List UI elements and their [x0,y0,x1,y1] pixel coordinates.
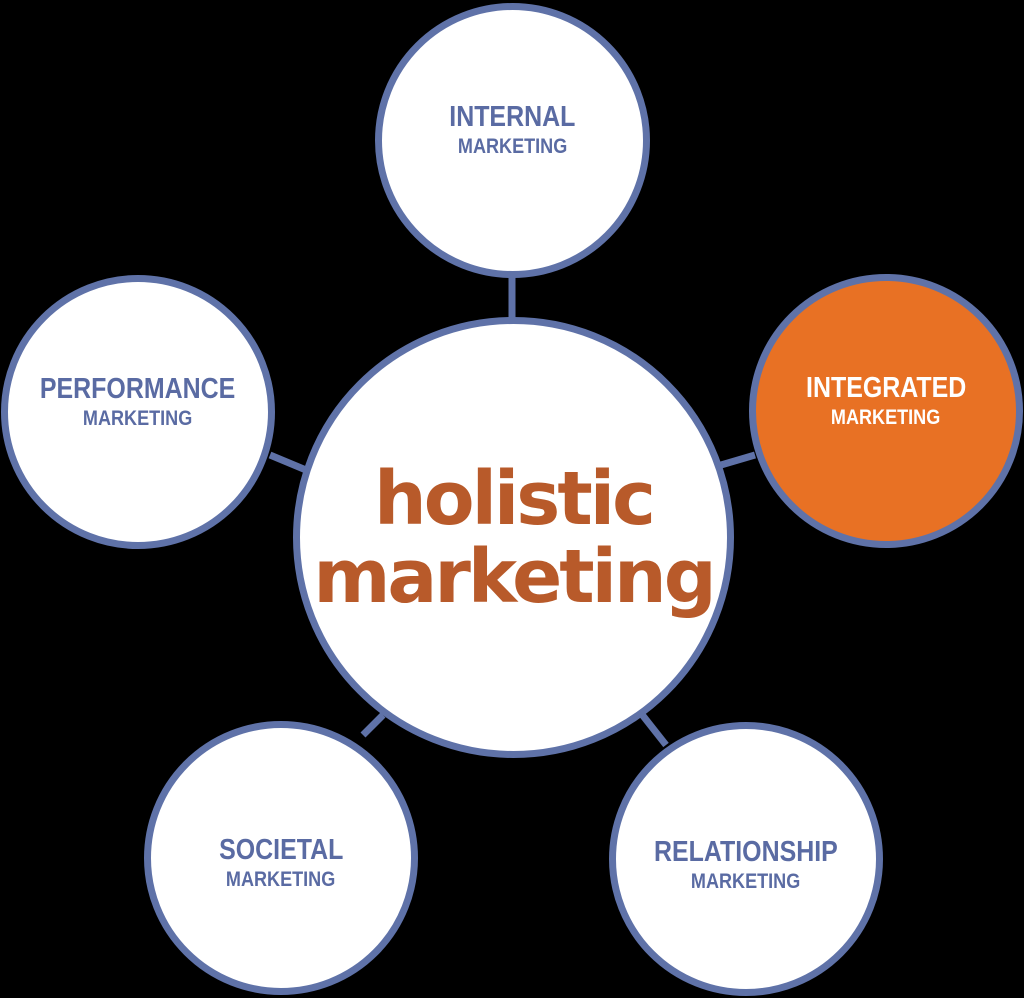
node-subtitle: MARKETING [831,406,941,429]
center-label: holistic marketing [293,460,734,616]
center-label-line1: holistic [374,456,656,542]
connector-integrated [720,451,756,469]
node-performance-marketing: PERFORMANCE MARKETING [1,275,275,549]
center-node-holistic-marketing [293,317,734,758]
connector-relationship [637,709,669,748]
node-subtitle: MARKETING [691,870,801,893]
node-subtitle: MARKETING [457,134,568,158]
node-subtitle: MARKETING [83,407,193,430]
node-relationship-marketing: RELATIONSHIP MARKETING [609,722,883,996]
node-title: INTERNAL [449,100,576,133]
center-label-line2: marketing [313,534,716,620]
node-title: INTEGRATED [805,372,967,404]
node-societal-marketing: SOCIETAL MARKETING [144,721,418,995]
node-title: SOCIETAL [218,834,344,866]
node-integrated-marketing: INTEGRATED MARKETING [749,274,1023,548]
node-title: RELATIONSHIP [654,836,838,868]
node-internal-marketing: INTERNAL MARKETING [375,3,650,278]
connector-societal [360,712,386,738]
node-title: PERFORMANCE [40,373,236,405]
connector-performance [268,451,308,474]
node-subtitle: MARKETING [226,868,336,891]
